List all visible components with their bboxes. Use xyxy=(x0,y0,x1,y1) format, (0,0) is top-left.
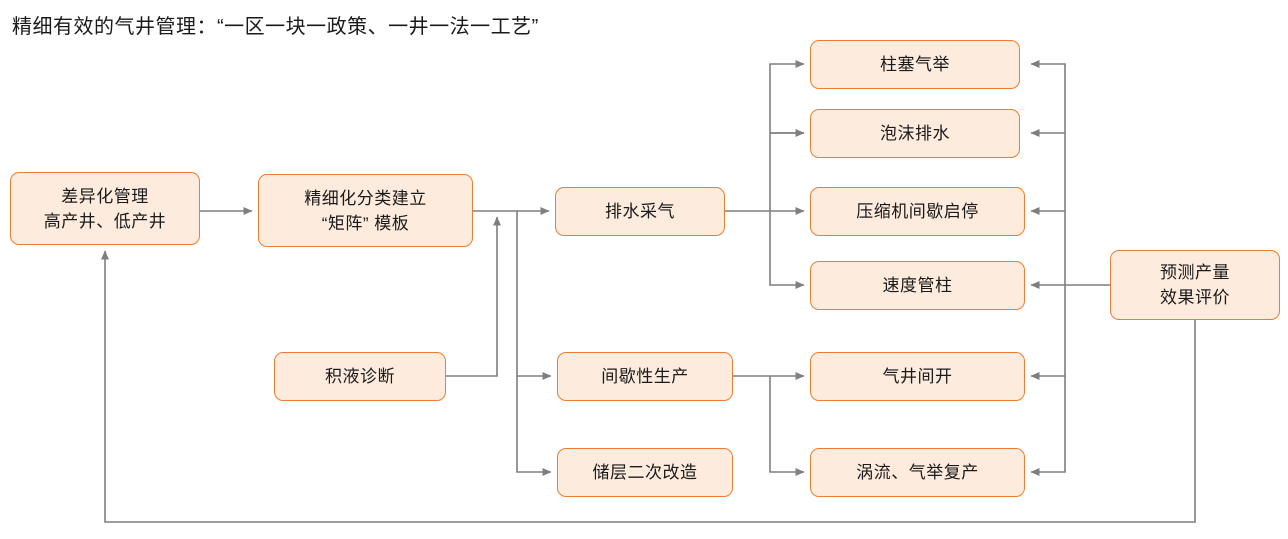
node-label: 排水采气 xyxy=(605,202,675,221)
page-title: 精细有效的气井管理：“一区一块一政策、一井一法一工艺” xyxy=(12,16,539,38)
edge-interm-vortex xyxy=(769,376,805,476)
node-reservoir-restimulation[interactable]: 储层二次改造 xyxy=(557,448,733,497)
node-label: 差异化管理 高产井、低产井 xyxy=(43,186,167,231)
edge-forecast-plunger xyxy=(1030,60,1110,286)
node-label: 速度管柱 xyxy=(882,276,953,295)
node-label: 柱塞气举 xyxy=(880,55,950,74)
edge-drain-plunger xyxy=(769,60,805,211)
edge-classify-interm xyxy=(516,211,552,380)
edge-forecast-wellinterm xyxy=(1030,285,1066,380)
node-label: 泡沫排水 xyxy=(880,124,950,143)
node-vortex-gaslift-restoration[interactable]: 涡流、气举复产 xyxy=(810,448,1025,497)
node-label: 积液诊断 xyxy=(325,367,395,386)
node-production-forecast-evaluation[interactable]: 预测产量 效果评价 xyxy=(1110,250,1280,320)
node-label: 间歇性生产 xyxy=(601,367,689,386)
node-plunger-gas-lift[interactable]: 柱塞气举 xyxy=(810,40,1020,89)
node-intermittent-production[interactable]: 间歇性生产 xyxy=(557,352,733,401)
node-compressor-intermittent-startstop[interactable]: 压缩机间歇启停 xyxy=(810,187,1025,236)
edge-forecast-vortex xyxy=(1030,376,1066,476)
node-label: 储层二次改造 xyxy=(592,463,698,482)
node-liquid-loading-diagnosis[interactable]: 积液诊断 xyxy=(274,352,446,401)
edge-liquiddiag-classify xyxy=(446,216,501,377)
node-foam-drainage[interactable]: 泡沫排水 xyxy=(810,109,1020,158)
node-label: 预测产量 效果评价 xyxy=(1160,263,1230,307)
node-label: 涡流、气举复产 xyxy=(856,463,979,482)
node-dewatering-gas-production[interactable]: 排水采气 xyxy=(555,187,725,236)
edge-feedback-forecast-diffmgmt xyxy=(101,250,1196,523)
node-velocity-string[interactable]: 速度管柱 xyxy=(810,261,1025,310)
node-gas-well-intermittent-opening[interactable]: 气井间开 xyxy=(810,352,1025,401)
node-label: 压缩机间歇启停 xyxy=(856,202,979,221)
node-classification-matrix-template[interactable]: 精细化分类建立 “矩阵” 模板 xyxy=(258,174,473,247)
node-label: 精细化分类建立 “矩阵” 模板 xyxy=(304,188,427,233)
edge-classify-reservoir xyxy=(516,376,552,476)
node-label: 气井间开 xyxy=(882,367,953,386)
node-differentiated-management[interactable]: 差异化管理 高产井、低产井 xyxy=(10,172,200,245)
edge-drain-velocity xyxy=(769,211,805,289)
